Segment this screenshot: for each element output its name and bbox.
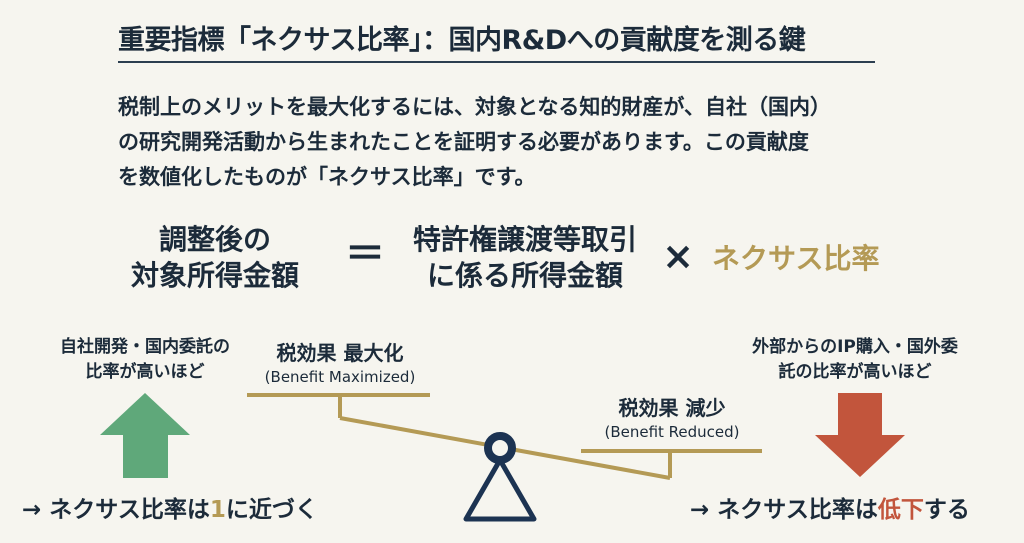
left-condition-line: 自社開発・国内委託の: [60, 337, 230, 357]
seesaw-fulcrum: [463, 457, 537, 522]
green-up-arrow-icon: [100, 393, 190, 478]
intro-line: の研究開発活動から生まれたことを証明する必要があります。この貢献度: [118, 130, 809, 154]
benefit-reduced-label: 税効果 減少 (Benefit Reduced): [572, 396, 772, 444]
nexus-ratio-term: ネクサス比率: [712, 242, 880, 275]
formula-lhs-line: 対象所得金額: [130, 259, 299, 292]
left-result: → ネクサス比率は1に近づく: [22, 490, 318, 524]
red-down-arrow-icon: [815, 393, 905, 477]
effect-jp: 税効果 最大化: [276, 341, 404, 365]
intro-line: 税制上のメリットを最大化するには、対象となる知的財産が、自社（国内）: [118, 95, 831, 119]
right-condition-line: 外部からのIP購入・国外委: [752, 337, 958, 357]
title-divider: [118, 61, 875, 63]
right-condition-line: 託の比率が高いほど: [778, 362, 932, 382]
left-condition-line: 比率が高いほど: [85, 362, 205, 382]
formula-lhs: 調整後の 対象所得金額: [120, 222, 310, 294]
times-sign: ×: [662, 234, 694, 278]
intro-line: を数値化したものが「ネクサス比率」です。: [118, 165, 536, 189]
result-text: → ネクサス比率は: [690, 497, 878, 523]
left-condition: 自社開発・国内委託の 比率が高いほど: [40, 335, 250, 385]
right-result: → ネクサス比率は低下する: [690, 490, 970, 524]
right-condition: 外部からのIP購入・国外委 託の比率が高いほど: [740, 335, 970, 385]
result-text: → ネクサス比率は: [22, 497, 210, 523]
seesaw-pivot: [484, 432, 516, 464]
equals-sign: ＝: [345, 231, 385, 277]
result-text: に近づく: [225, 497, 318, 523]
result-text: する: [923, 497, 970, 523]
result-highlight: 低下: [877, 497, 924, 523]
effect-en: (Benefit Maximized): [264, 368, 416, 386]
formula-term1: 特許権譲渡等取引 に係る所得金額: [400, 222, 650, 294]
result-highlight: 1: [209, 497, 226, 523]
effect-en: (Benefit Reduced): [604, 423, 740, 441]
effect-jp: 税効果 減少: [618, 396, 726, 420]
benefit-maximized-label: 税効果 最大化 (Benefit Maximized): [240, 341, 440, 389]
formula-lhs-line: 調整後の: [158, 223, 271, 256]
intro-paragraph: 税制上のメリットを最大化するには、対象となる知的財産が、自社（国内） の研究開発…: [118, 90, 831, 195]
page-title: 重要指標「ネクサス比率」：国内R&Dへの貢献度を測る鍵: [118, 25, 806, 56]
formula-term1-line: に係る所得金額: [426, 259, 623, 292]
formula-term1-line: 特許権譲渡等取引: [412, 223, 637, 256]
